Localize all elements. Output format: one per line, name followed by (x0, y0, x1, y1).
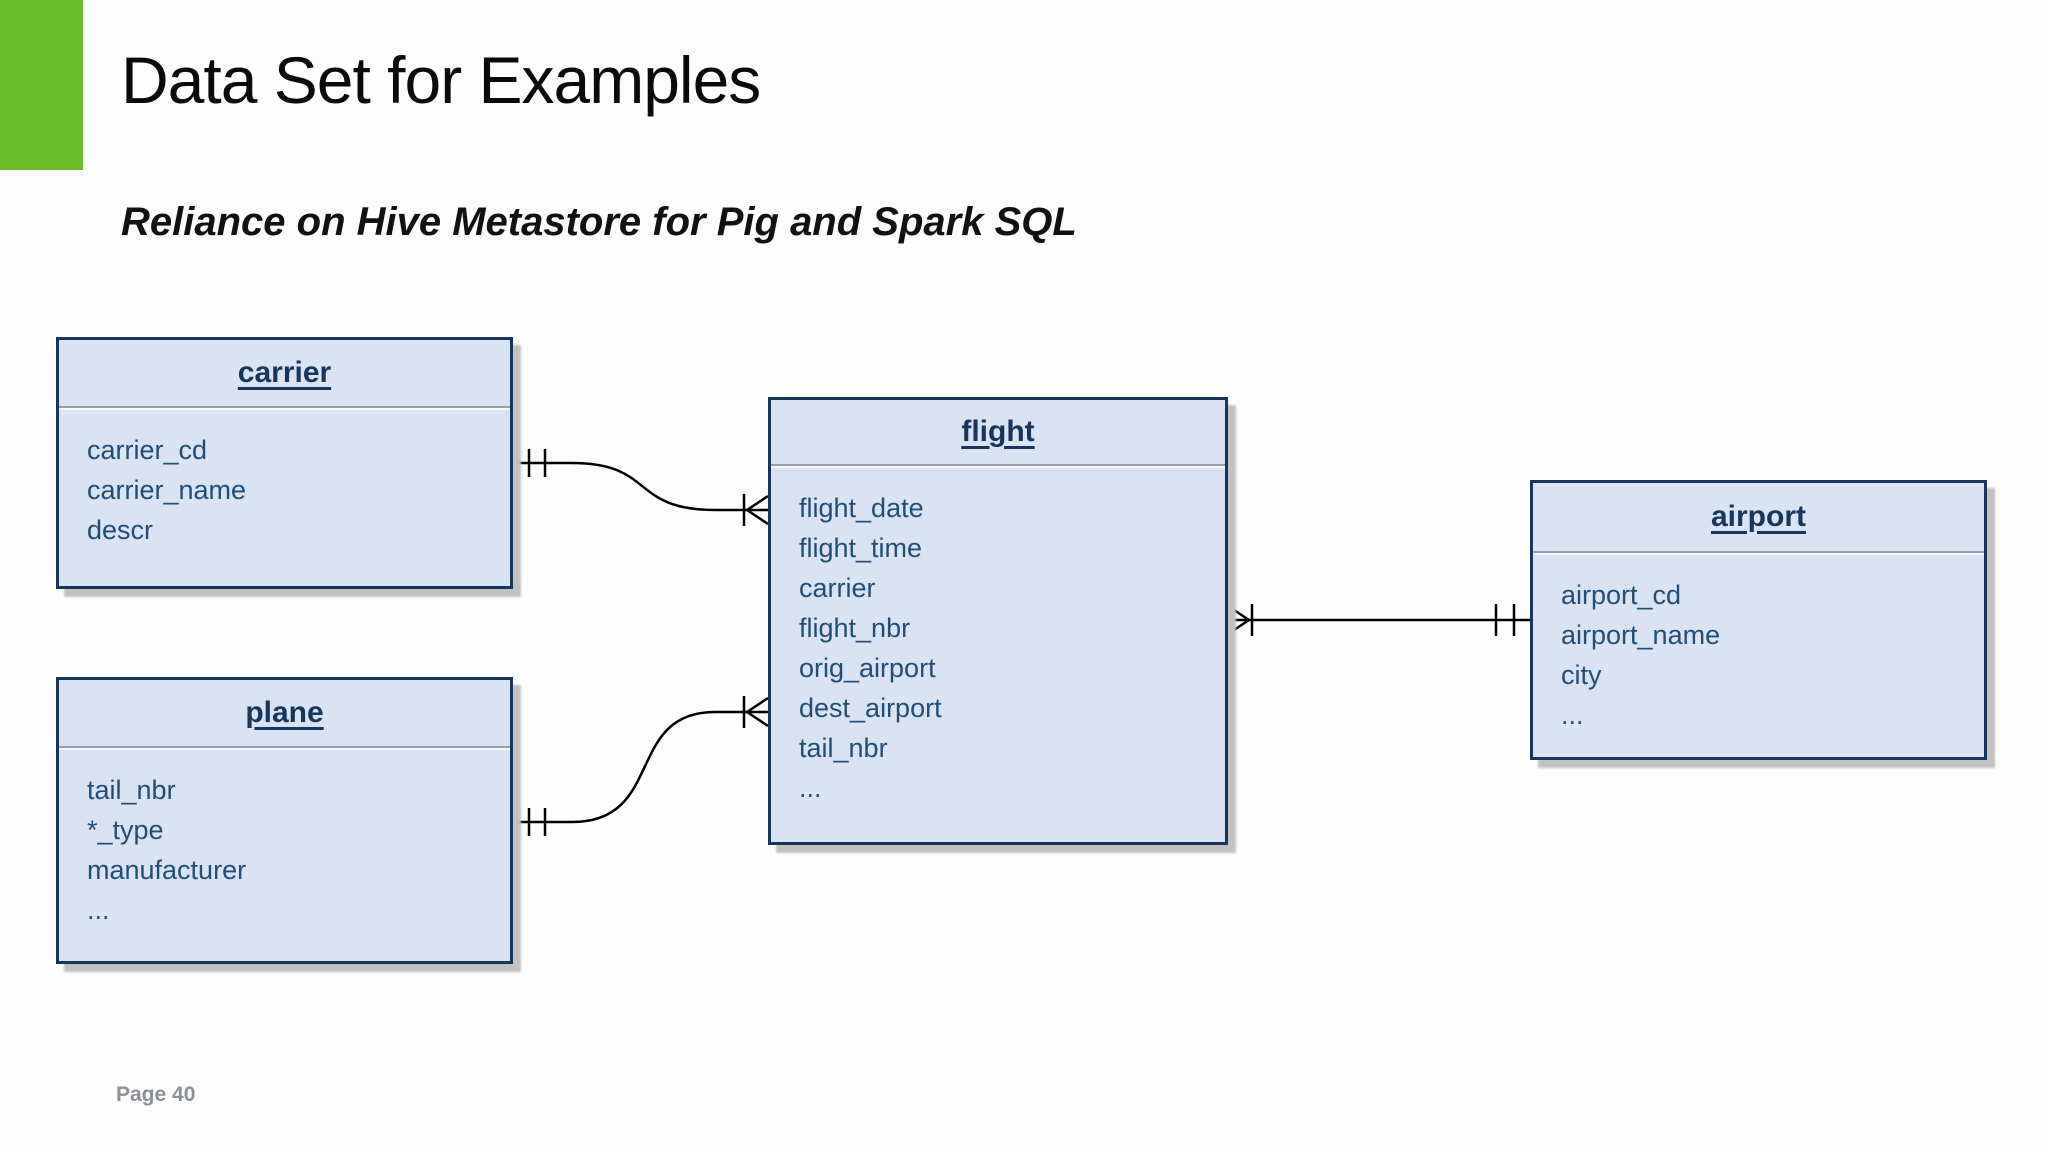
er-table-plane-title: plane (59, 680, 510, 748)
er-field: flight_time (799, 533, 923, 563)
connector-carrier-flight (513, 449, 769, 526)
slide-subtitle: Reliance on Hive Metastore for Pig and S… (121, 200, 1077, 244)
er-field: city (1561, 660, 1602, 690)
er-table-carrier-title: carrier (59, 340, 510, 408)
er-field: ... (799, 773, 822, 803)
er-field: carrier (799, 573, 876, 603)
er-field: tail_nbr (87, 775, 176, 805)
connector-plane-flight (513, 696, 769, 836)
er-field: ... (1561, 700, 1584, 730)
er-table-airport-title: airport (1533, 483, 1984, 553)
slide-title: Data Set for Examples (121, 43, 761, 117)
er-table-flight-title: flight (771, 400, 1225, 466)
er-table-plane: plane tail_nbr *_type manufacturer... (56, 677, 513, 964)
er-field: flight_nbr (799, 613, 911, 643)
er-table-plane-fields: tail_nbr *_type manufacturer... (59, 748, 510, 961)
er-field: *_type (87, 815, 164, 845)
er-field: dest_airport (799, 693, 942, 723)
er-field: airport_cd (1561, 580, 1682, 610)
er-field: manufacturer (87, 855, 247, 885)
er-field: tail_nbr (799, 733, 888, 763)
connector-flight-airport (1227, 604, 1530, 636)
er-field: ... (87, 895, 110, 925)
er-field: carrier_name (87, 475, 247, 505)
er-field: orig_airport (799, 653, 936, 683)
er-field: descr (87, 515, 154, 545)
er-field: carrier_cd (87, 435, 208, 465)
er-field: flight_date (799, 493, 924, 523)
page-number: Page 40 (116, 1083, 196, 1106)
er-field: airport_name (1561, 620, 1721, 650)
accent-bar (0, 0, 83, 170)
